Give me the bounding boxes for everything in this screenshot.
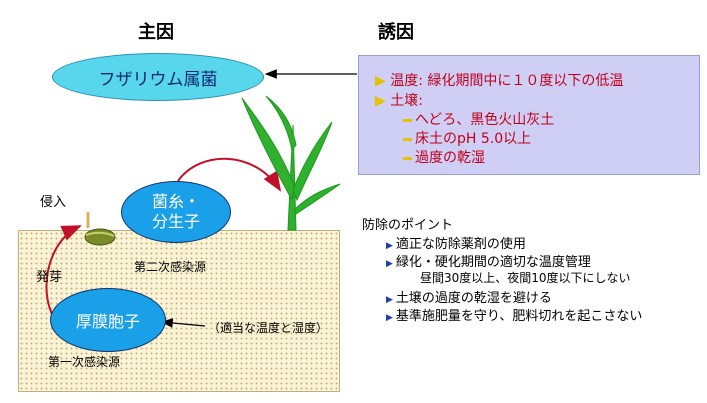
triangle-bullet-icon: ▶ — [386, 259, 393, 269]
dash-icon — [403, 137, 412, 141]
dash-icon — [403, 118, 412, 122]
factor-panel: ▶ 温度: 緑化期間中に１０度以下の低温 ▶ 土壌: へどろ、黒色火山灰土 床土… — [358, 55, 700, 175]
germination-label: 発芽 — [36, 270, 63, 285]
factor-temperature: ▶ 温度: 緑化期間中に１０度以下の低温 — [375, 70, 623, 90]
chlamydospore-ellipse: 厚膜胞子 — [50, 288, 166, 352]
triangle-bullet-icon: ▶ — [386, 313, 393, 323]
primary-source-label: 第一次感染源 — [48, 355, 121, 369]
soil-item: 床土のpH 5.0以上 — [403, 128, 531, 148]
conditions-label: （適当な温度と湿度） — [208, 321, 329, 335]
inducing-factor-header: 誘因 — [378, 22, 414, 43]
control-item: ▶緑化・硬化期間の適切な温度管理 — [386, 255, 591, 270]
condition-arrow — [160, 318, 206, 328]
soil-item: 過度の乾湿 — [403, 147, 485, 167]
mycelium-label-line1: 菌糸・ — [151, 192, 200, 211]
factor-temperature-text: 温度: 緑化期間中に１０度以下の低温 — [390, 73, 624, 89]
infection-arrow — [177, 157, 282, 192]
seed-icon — [84, 212, 116, 246]
pathogen-label: フザリウム属菌 — [98, 69, 218, 90]
bullet-icon: ▶ — [375, 73, 386, 89]
triangle-bullet-icon: ▶ — [386, 241, 393, 251]
control-item: ▶基準施肥量を守り、肥料切れを起こさない — [386, 309, 643, 324]
chlamydospore-label: 厚膜胞子 — [75, 312, 140, 331]
secondary-source-label: 第二次感染源 — [134, 260, 207, 274]
control-item: ▶適正な防除薬剤の使用 — [386, 237, 526, 252]
main-cause-header: 主因 — [138, 22, 174, 43]
plant-icon — [241, 95, 341, 231]
triangle-bullet-icon: ▶ — [386, 295, 393, 305]
invasion-label: 侵入 — [40, 195, 67, 210]
germination-arrow — [45, 225, 82, 319]
control-title: 防除のポイント — [362, 218, 454, 233]
control-note: 昼間30度以上、夜間10度以下にしない — [420, 271, 631, 285]
bullet-icon: ▶ — [375, 93, 386, 109]
factor-soil: ▶ 土壌: — [375, 90, 423, 110]
pathogen-ellipse: フザリウム属菌 — [52, 53, 264, 101]
mycelium-ellipse: 菌糸・ 分生子 — [121, 181, 231, 243]
factor-soil-text: 土壌: — [390, 93, 423, 109]
soil-item: へどろ、黒色火山灰土 — [403, 109, 554, 129]
mycelium-label-line2: 分生子 — [151, 212, 200, 231]
control-item: ▶土壌の過度の乾湿を避ける — [386, 291, 552, 306]
dash-icon — [403, 156, 412, 160]
